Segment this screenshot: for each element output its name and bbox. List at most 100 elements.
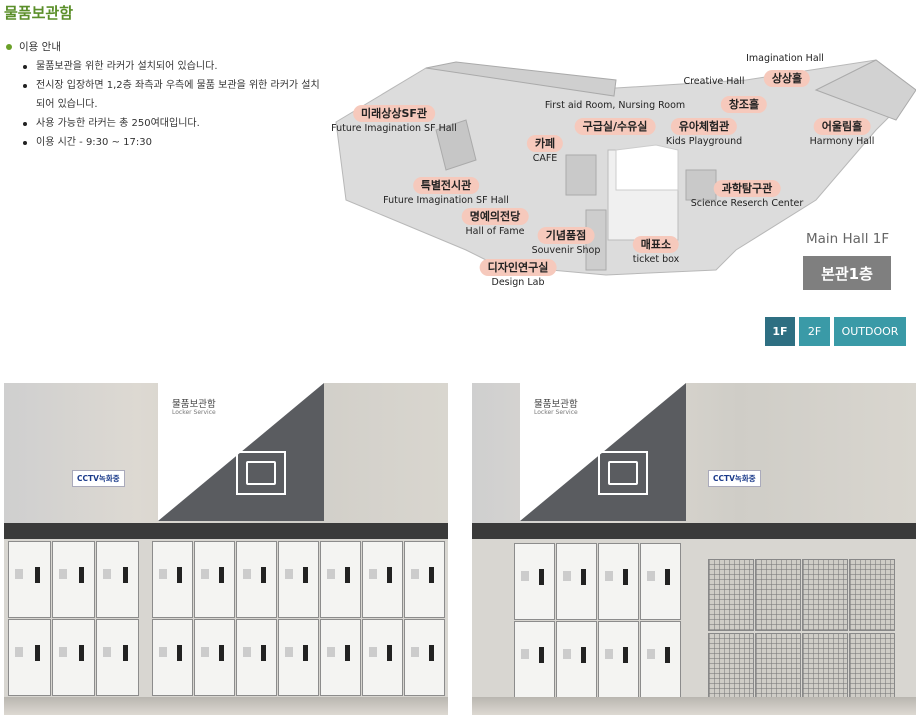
map-label-future-sf-hall[interactable]: 미래상상SF관 Future Imagination SF Hall (331, 102, 457, 134)
wire-cage (755, 559, 801, 631)
locker-door (598, 621, 639, 698)
map-label-souvenir-shop[interactable]: 기념품점 Souvenir Shop (531, 224, 601, 256)
locker-door (152, 541, 193, 618)
map-label-en: Future Imagination SF Hall (383, 195, 509, 206)
locker-door (278, 619, 319, 696)
locker-door (8, 619, 51, 696)
tab-outdoor[interactable]: OUTDOOR (834, 317, 906, 346)
locker-door (640, 543, 681, 620)
sign-title: 물품보관함 (172, 399, 216, 410)
locker-door (556, 621, 597, 698)
map-label-en: Hall of Fame (465, 226, 525, 237)
map-label-ko: 구급실/수유실 (574, 118, 656, 135)
map-label-imagination-hall[interactable]: Imagination Hall (746, 53, 824, 65)
key-icon: ⚷ (580, 443, 591, 459)
wire-cage (802, 559, 848, 631)
map-label-en: Creative Hall (683, 76, 745, 87)
sign-subtitle: Locker Service (172, 409, 216, 416)
map-label-imagination-hall-ko[interactable]: 상상홀 (763, 67, 811, 87)
map-label-ko: 명예의전당 (461, 208, 529, 225)
locker-door (194, 541, 235, 618)
locker-door (514, 621, 555, 698)
photo-floor (4, 697, 448, 715)
wire-cage (708, 559, 754, 631)
sign-title: 물품보관함 (534, 399, 578, 410)
locker-door (52, 541, 95, 618)
locker-door (556, 543, 597, 620)
locker-photo-left: 물품보관함 Locker Service ⚷ CCTV녹화중 (4, 383, 448, 715)
floor-tabs: 1F 2F OUTDOOR (765, 317, 906, 346)
locker-glyph-icon (598, 451, 648, 495)
locker-door (96, 619, 139, 696)
wire-cage (849, 559, 895, 631)
map-label-en: Imagination Hall (746, 53, 824, 64)
locker-door (96, 541, 139, 618)
floor-badge: 본관1층 (803, 256, 891, 290)
locker-door (362, 541, 403, 618)
map-label-science-center[interactable]: 과학탐구관 Science Reserch Center (690, 177, 804, 209)
map-label-en: First aid Room, Nursing Room (544, 100, 686, 111)
map-label-special-exhibition[interactable]: 특별전시관 Future Imagination SF Hall (383, 174, 509, 206)
locker-door (152, 619, 193, 696)
photo-floor (472, 697, 916, 715)
locker-photo-right: 물품보관함 Locker Service ⚷ CCTV녹화중 (472, 383, 916, 715)
map-label-creative-hall[interactable]: Creative Hall (683, 76, 744, 88)
map-label-hall-of-fame[interactable]: 명예의전당 Hall of Fame (461, 205, 529, 237)
list-item: 전시장 입장하면 1,2층 좌측과 우측에 물품 보관을 위한 라커가 설치되어… (20, 76, 320, 114)
map-label-ko: 미래상상SF관 (352, 105, 436, 122)
locker-door (52, 619, 95, 696)
locker-door (320, 619, 361, 696)
sign-subtitle: Locker Service (534, 409, 578, 416)
info-heading: 이용 안내 (6, 39, 61, 54)
photo-band (472, 523, 916, 539)
map-label-en: Design Lab (491, 277, 545, 288)
map-label-ko: 어울림홀 (813, 118, 871, 135)
locker-door (320, 541, 361, 618)
wire-cage (708, 633, 754, 705)
map-label-ticket-box[interactable]: 매표소 ticket box (633, 233, 679, 265)
locker-door (236, 619, 277, 696)
page-title: 물품보관함 (4, 4, 74, 22)
map-label-ko: 창조홀 (720, 96, 768, 113)
map-label-cafe[interactable]: 카페 CAFE (526, 132, 564, 164)
map-label-first-aid-ko[interactable]: 구급실/수유실 (574, 115, 656, 135)
map-label-ko: 특별전시관 (412, 177, 480, 194)
wire-cage (802, 633, 848, 705)
list-item: 사용 가능한 라커는 총 250여대입니다. (20, 114, 320, 133)
bullet-dot-icon (6, 43, 12, 50)
tab-1f[interactable]: 1F (765, 317, 795, 346)
locker-door (194, 619, 235, 696)
suitcase-icon (608, 461, 638, 485)
wire-cage (849, 633, 895, 705)
map-label-ko: 디자인연구실 (479, 259, 557, 276)
map-label-first-aid[interactable]: First aid Room, Nursing Room (545, 100, 685, 112)
cctv-sticker: CCTV녹화중 (72, 470, 125, 487)
locker-door (598, 543, 639, 620)
map-label-ko: 카페 (526, 135, 564, 152)
locker-door (640, 621, 681, 698)
map-label-creative-hall-ko[interactable]: 창조홀 (720, 93, 768, 113)
map-label-en: Harmony Hall (809, 136, 875, 147)
info-list: 물품보관을 위한 라커가 설치되어 있습니다. 전시장 입장하면 1,2층 좌측… (20, 57, 320, 152)
info-heading-label: 이용 안내 (19, 41, 61, 53)
map-label-design-lab[interactable]: 디자인연구실 Design Lab (479, 256, 557, 288)
locker-door (362, 619, 403, 696)
map-label-harmony-hall[interactable]: 어울림홀 Harmony Hall (809, 115, 875, 147)
floor-map: Imagination Hall 상상홀 Creative Hall 창조홀 F… (316, 50, 916, 294)
locker-sign: 물품보관함 Locker Service ⚷ (520, 383, 686, 521)
hall-caption: Main Hall 1F (806, 231, 890, 247)
map-label-kids-playground[interactable]: 유아체험관 Kids Playground (666, 115, 742, 147)
wire-cage (755, 633, 801, 705)
map-label-ko: 기념품점 (537, 227, 595, 244)
locker-door (404, 619, 445, 696)
key-icon: ⚷ (218, 443, 229, 459)
cctv-sticker: CCTV녹화중 (708, 470, 761, 487)
locker-door (236, 541, 277, 618)
map-label-en: CAFE (532, 153, 558, 164)
map-label-en: Science Reserch Center (690, 198, 804, 209)
map-label-ko: 과학탐구관 (713, 180, 781, 197)
tab-2f[interactable]: 2F (799, 317, 830, 346)
locker-sign: 물품보관함 Locker Service ⚷ (158, 383, 324, 521)
map-label-en: Souvenir Shop (531, 245, 601, 256)
photo-band (4, 523, 448, 539)
